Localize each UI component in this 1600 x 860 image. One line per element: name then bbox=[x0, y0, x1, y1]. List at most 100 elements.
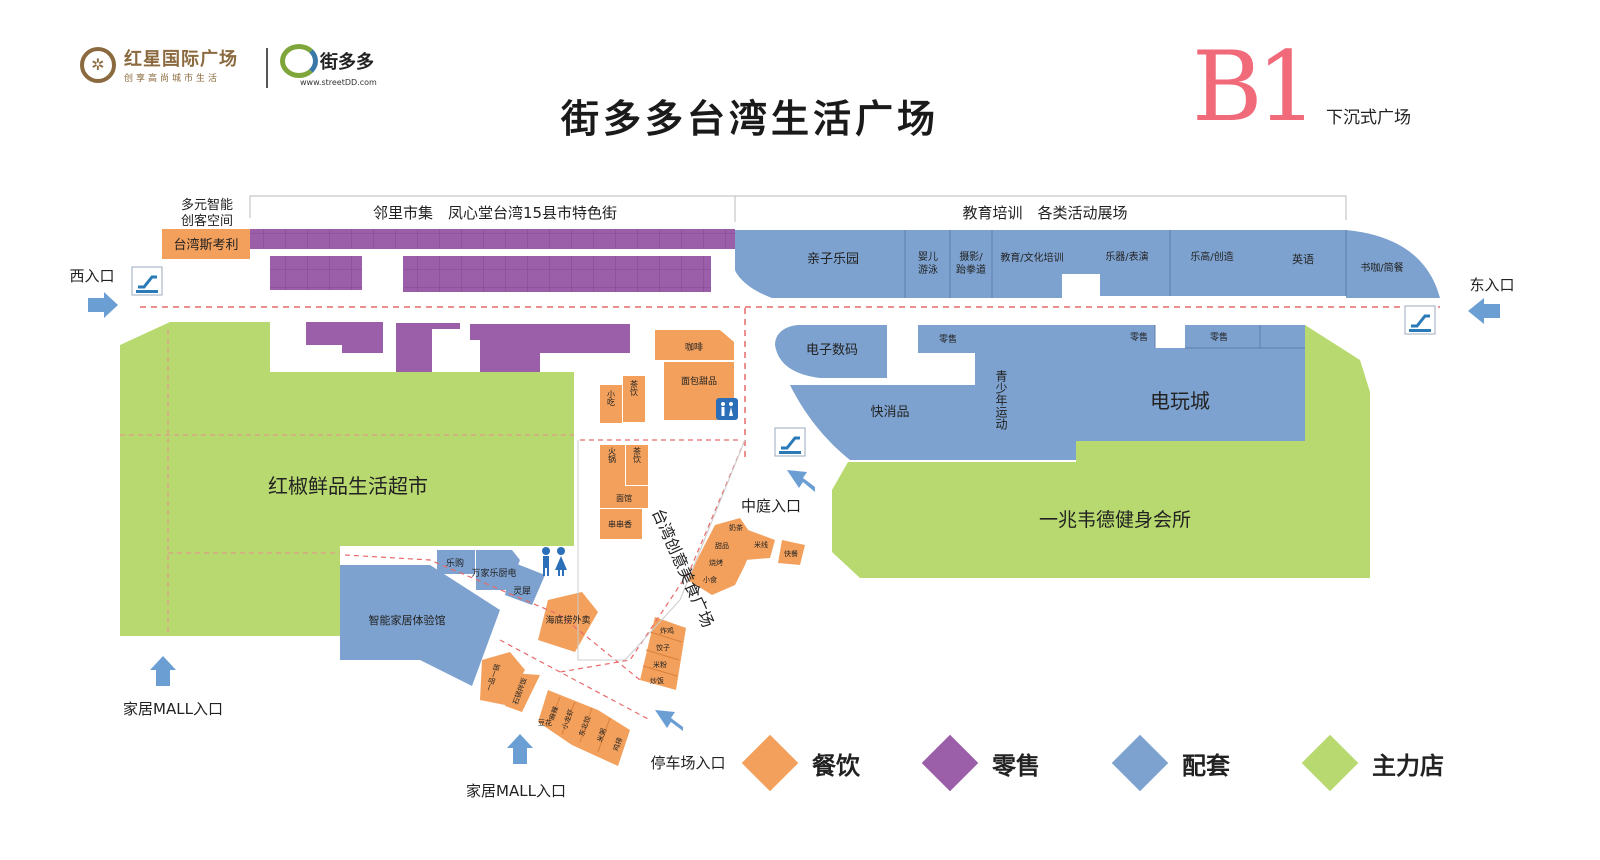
floor-badge: B1 bbox=[1192, 31, 1318, 143]
logo-divider bbox=[266, 48, 268, 88]
label-shop-b: 甜品 bbox=[715, 541, 729, 550]
jdd-logo: 街多多 bbox=[280, 44, 374, 78]
label-arcade: 电玩城 bbox=[1150, 389, 1210, 413]
shop-mala[interactable] bbox=[600, 509, 642, 539]
legend-swatch-retail bbox=[921, 734, 979, 792]
label-snack: 小吃 bbox=[607, 390, 616, 406]
legend-label-dining: 餐饮 bbox=[812, 751, 860, 780]
shop-lower-3[interactable] bbox=[538, 690, 630, 766]
label-food-a: 火锅 bbox=[608, 447, 617, 464]
label-entrance-parking: 停车场入口 bbox=[650, 754, 725, 772]
legend-item-support: 配套 bbox=[1110, 728, 1230, 798]
label-taiwan-costco: 台湾斯考利 bbox=[173, 237, 238, 253]
label-book-cafe: 书咖/简餐 bbox=[1360, 261, 1403, 274]
jdd-brand-name: 街多多 bbox=[320, 52, 374, 73]
arrow-icon bbox=[787, 470, 815, 492]
legend: 餐饮 零售 配套 主力店 bbox=[740, 728, 1500, 798]
escalator-icon bbox=[130, 265, 164, 297]
label-home-b: 万家乐厨电 bbox=[471, 567, 516, 579]
label-shop-d: 小食 bbox=[703, 575, 717, 584]
arrow-icon bbox=[150, 656, 176, 686]
label-entrance-home-mall-1: 家居MALL入口 bbox=[123, 700, 223, 718]
label-shop-r: 豆花 bbox=[538, 718, 552, 727]
label-top-right-street: 教育培训 各类活动展场 bbox=[962, 204, 1127, 222]
retail-block-d bbox=[396, 323, 460, 372]
label-entrance-west: 西入口 bbox=[69, 267, 114, 285]
shop-small-1[interactable] bbox=[623, 376, 645, 422]
hongxing-logo: ✲ 红星国际广场 创享高尚城市生活 bbox=[80, 45, 238, 84]
arrow-icon bbox=[507, 734, 533, 764]
shop-taiwan-costco[interactable] bbox=[162, 229, 250, 259]
anchor-supermarket[interactable] bbox=[120, 322, 574, 636]
shop-home-a[interactable] bbox=[437, 550, 475, 574]
legend-swatch-dining bbox=[741, 734, 799, 792]
hongxing-brand-name: 红星国际广场 bbox=[124, 49, 238, 70]
shop-snack[interactable] bbox=[600, 385, 622, 423]
legend-swatch-support bbox=[1111, 734, 1169, 792]
label-shop-c: 烧烤 bbox=[709, 558, 723, 567]
shop-lower-6[interactable] bbox=[745, 530, 775, 560]
label-shop-f: 快餐 bbox=[784, 549, 798, 558]
legend-label-retail: 零售 bbox=[992, 751, 1040, 780]
label-baby-swim-1: 婴儿 bbox=[918, 251, 938, 263]
arrow-icon bbox=[88, 292, 118, 318]
label-youth-sport: 青少年运动 bbox=[994, 370, 1008, 430]
label-shop-g: 炸鸡 bbox=[660, 626, 674, 635]
label-maker-space-1: 多元智能 bbox=[181, 197, 233, 213]
shop-lower-7[interactable] bbox=[778, 540, 805, 565]
jdd-url: www.streetDD.com bbox=[300, 78, 377, 87]
shop-youth-sport[interactable] bbox=[975, 325, 1046, 460]
shop-noodle[interactable] bbox=[600, 486, 648, 508]
label-edu-culture: 教育/文化培训 bbox=[1000, 251, 1063, 264]
label-shop-h: 饺子 bbox=[656, 643, 670, 652]
restroom-icon bbox=[542, 547, 567, 576]
label-small-1: 茶饮 bbox=[630, 379, 639, 397]
shop-lower-4[interactable] bbox=[640, 617, 686, 690]
shop-home-c[interactable] bbox=[505, 562, 545, 605]
anchor-fitness[interactable] bbox=[832, 325, 1370, 578]
label-maker-space-2: 创客空间 bbox=[181, 213, 233, 229]
label-parent-child: 亲子乐园 bbox=[807, 252, 859, 267]
shop-retail-a[interactable] bbox=[918, 325, 978, 353]
label-supermarket: 红椒鲜品生活超市 bbox=[268, 474, 428, 498]
label-baby-swim-2: 游泳 bbox=[918, 263, 938, 276]
shop-arcade[interactable] bbox=[1026, 325, 1305, 460]
street-bracket-right bbox=[735, 195, 1347, 220]
restroom-icon bbox=[716, 398, 738, 420]
floor-description: 下沉式广场 bbox=[1326, 108, 1411, 128]
shop-smart-home[interactable] bbox=[340, 565, 500, 686]
label-entrance-east: 东入口 bbox=[1469, 276, 1514, 294]
escalator-icon bbox=[773, 426, 807, 458]
shop-digital[interactable] bbox=[775, 325, 887, 378]
hongxing-logo-icon: ✲ bbox=[80, 46, 116, 83]
label-retail-a: 零售 bbox=[939, 333, 957, 345]
street-bracket-left bbox=[249, 195, 736, 222]
label-fmcg: 快消品 bbox=[870, 405, 909, 420]
label-music: 乐器/表演 bbox=[1105, 250, 1148, 263]
label-mala: 串串香 bbox=[608, 519, 632, 529]
retail-strip-top bbox=[250, 229, 735, 249]
label-haidilao: 海底捞外卖 bbox=[545, 614, 590, 626]
label-digital: 电子数码 bbox=[806, 343, 858, 358]
label-entrance-atrium: 中庭入口 bbox=[741, 497, 801, 515]
label-bakery: 面包甜品 bbox=[681, 375, 717, 387]
legend-label-anchor: 主力店 bbox=[1372, 751, 1444, 780]
hongxing-slogan: 创享高尚城市生活 bbox=[124, 74, 221, 84]
label-photo-2: 跆拳道 bbox=[956, 263, 986, 276]
shop-lower-2[interactable] bbox=[505, 673, 540, 712]
shop-food-b[interactable] bbox=[626, 445, 648, 485]
label-shop-j: 炒饭 bbox=[650, 676, 664, 685]
label-retail-b: 零售 bbox=[1130, 331, 1148, 343]
label-shop-e: 米线 bbox=[754, 540, 768, 549]
shop-lower-1[interactable] bbox=[480, 652, 525, 705]
support-strip-top bbox=[735, 230, 1440, 298]
legend-item-dining: 餐饮 bbox=[740, 728, 860, 798]
shop-coffee[interactable] bbox=[655, 330, 734, 360]
label-home-a: 乐购 bbox=[446, 557, 464, 569]
retail-block-c bbox=[306, 322, 383, 353]
shop-fmcg[interactable] bbox=[790, 385, 975, 460]
shop-lower-5[interactable] bbox=[688, 518, 755, 595]
legend-swatch-anchor bbox=[1301, 734, 1359, 792]
label-food-b: 茶饮 bbox=[633, 446, 642, 464]
